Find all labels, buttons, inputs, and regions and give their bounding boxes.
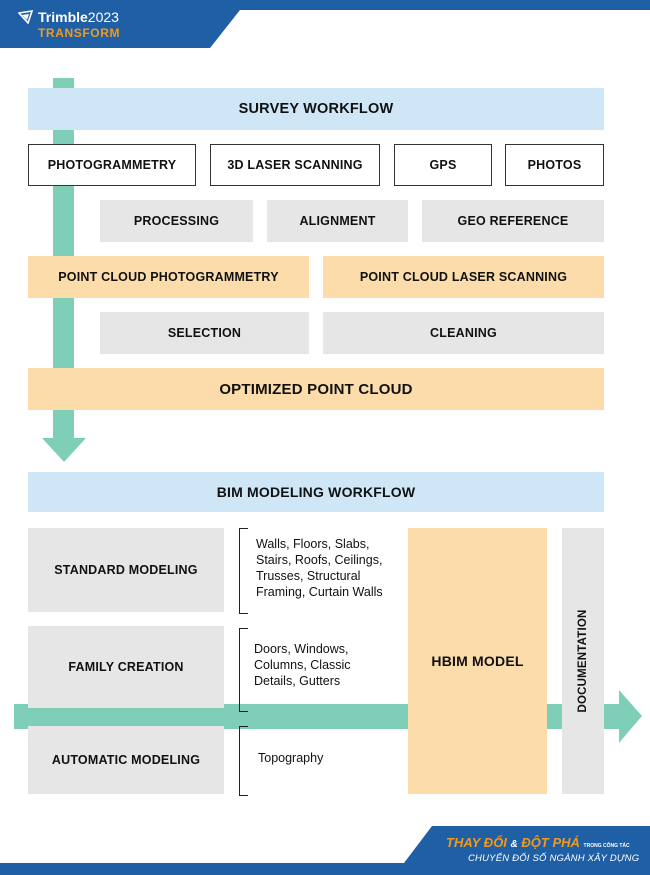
source-photos: PHOTOS: [505, 144, 604, 186]
bim-standard-modeling: STANDARD MODELING: [28, 528, 224, 612]
brand-name: Trimble: [38, 9, 88, 25]
point-cloud-photogrammetry: POINT CLOUD PHOTOGRAMMETRY: [28, 256, 309, 298]
slogan-part1: THAY ĐỔI: [446, 835, 507, 850]
brand-year: 2023: [87, 9, 119, 25]
slogan-amp: &: [510, 839, 518, 850]
source-gps: GPS: [394, 144, 492, 186]
details-standard-modeling: Walls, Floors, Slabs, Stairs, Roofs, Cei…: [256, 536, 406, 600]
detail-line: Details, Gutters: [254, 674, 341, 688]
header-banner: [0, 0, 650, 48]
footer-slogan-line2: CHUYỂN ĐỔI SỐ NGÀNH XÂY DỰNG: [468, 853, 640, 864]
trimble-logo-icon: [18, 10, 34, 24]
detail-line: Doors, Windows,: [254, 642, 349, 656]
step-geo-reference: GEO REFERENCE: [422, 200, 604, 242]
documentation-panel: DOCUMENTATION: [562, 528, 604, 794]
detail-line: Stairs, Roofs, Ceilings,: [256, 553, 383, 567]
point-cloud-laser-scanning: POINT CLOUD LASER SCANNING: [323, 256, 604, 298]
source-3d-laser-scanning: 3D LASER SCANNING: [210, 144, 380, 186]
edit-cleaning: CLEANING: [323, 312, 604, 354]
bracket-automatic: [239, 726, 248, 796]
step-alignment: ALIGNMENT: [267, 200, 408, 242]
edit-selection: SELECTION: [100, 312, 309, 354]
hbim-model: HBIM MODEL: [408, 528, 547, 794]
detail-line: Topography: [258, 751, 324, 765]
header-brand: Trimble2023: [38, 9, 119, 25]
bracket-standard: [239, 528, 248, 614]
brand-event: TRANSFORM: [38, 26, 121, 40]
survey-workflow-title: SURVEY WORKFLOW: [28, 88, 604, 130]
bim-workflow-title: BIM MODELING WORKFLOW: [28, 472, 604, 512]
source-photogrammetry: PHOTOGRAMMETRY: [28, 144, 196, 186]
details-family-creation: Doors, Windows, Columns, Classic Details…: [254, 641, 404, 689]
detail-line: Trusses, Structural: [256, 569, 361, 583]
footer-slogan-line1: THAY ĐỔI & ĐỘT PHÁ TRONG CÔNG TÁC: [446, 835, 630, 850]
details-automatic-modeling: Topography: [258, 750, 398, 766]
step-processing: PROCESSING: [100, 200, 253, 242]
bim-automatic-modeling: AUTOMATIC MODELING: [28, 726, 224, 794]
slogan-part2: ĐỘT PHÁ: [521, 835, 580, 850]
bracket-family: [239, 628, 248, 712]
detail-line: Framing, Curtain Walls: [256, 585, 383, 599]
detail-line: Columns, Classic: [254, 658, 351, 672]
optimized-point-cloud: OPTIMIZED POINT CLOUD: [28, 368, 604, 410]
detail-line: Walls, Floors, Slabs,: [256, 537, 370, 551]
slogan-small: TRONG CÔNG TÁC: [583, 843, 630, 849]
bim-family-creation: FAMILY CREATION: [28, 626, 224, 708]
